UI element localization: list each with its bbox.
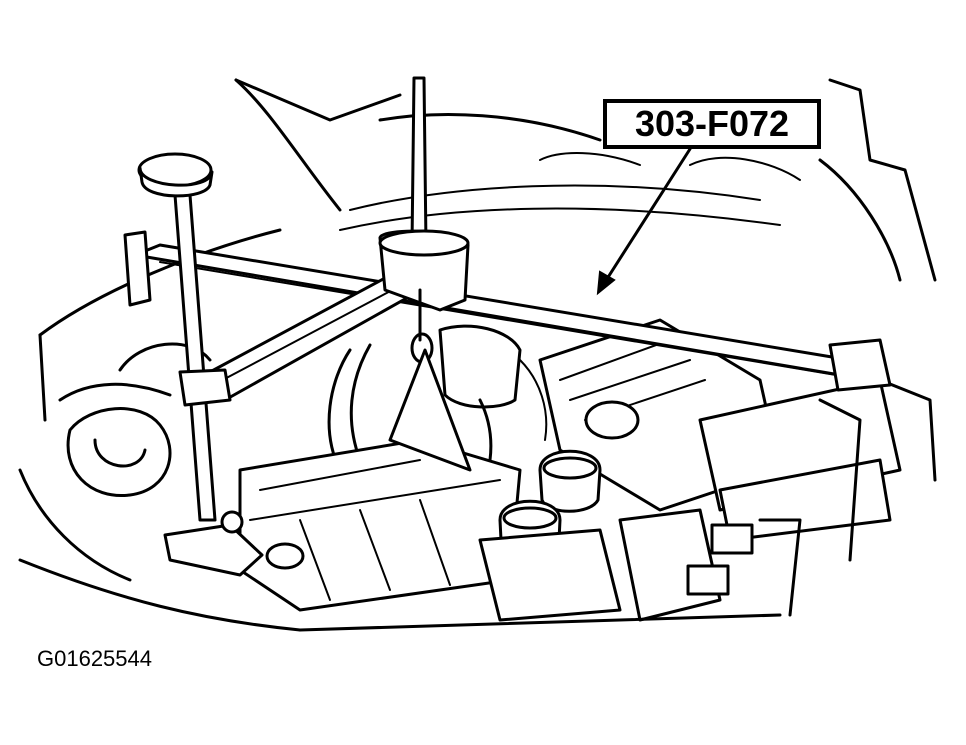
lower-right-components: [618, 398, 862, 622]
left-fender: [18, 228, 282, 582]
engine-support-bar-icon: [123, 76, 892, 577]
bumper-outline: [18, 558, 782, 632]
callout-leader-arrow: [596, 147, 692, 296]
coolant-reservoir: [238, 438, 522, 612]
engine-block: [538, 318, 937, 542]
reservoir-caps: [265, 449, 622, 622]
figure-id: G01625544: [37, 646, 152, 671]
hood-outline: [234, 78, 937, 282]
tool-number-label: 303-F072: [603, 99, 821, 149]
